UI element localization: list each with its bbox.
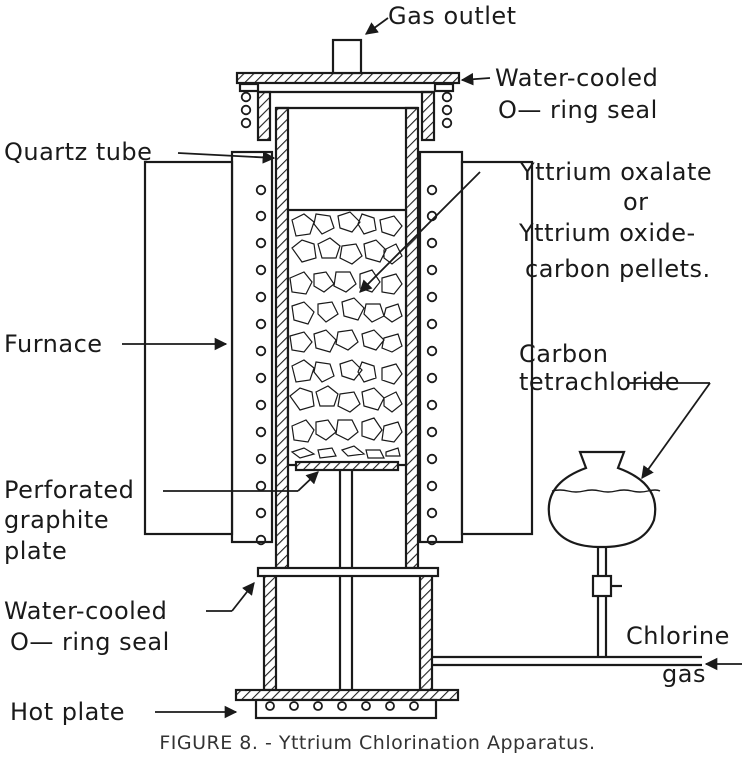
furnace-left <box>230 150 274 544</box>
top-flange-right <box>420 90 436 142</box>
label-yttrium-line1: Yttrium oxalate <box>520 158 713 186</box>
furnace-left-outer <box>143 160 234 536</box>
separatory-funnel <box>547 450 657 549</box>
top-cap-plate <box>235 71 461 85</box>
label-water-cooled-bottom-line1: Water-cooled <box>4 597 168 625</box>
label-yttrium-line2: or <box>623 188 649 216</box>
label-water-cooled-top-line1: Water-cooled <box>495 64 659 92</box>
label-water-cooled-bottom-line2: O— ring seal <box>10 628 170 656</box>
furnace-coils <box>240 91 453 711</box>
hot-plate <box>234 688 460 702</box>
furnace-right-outer <box>460 160 534 536</box>
label-quartz-tube: Quartz tube <box>4 138 153 166</box>
label-perforated-line2: graphite <box>4 506 110 534</box>
pellet-texture <box>289 211 403 459</box>
label-perforated-line1: Perforated <box>4 476 135 504</box>
label-furnace: Furnace <box>4 330 103 358</box>
label-gas: gas <box>662 660 706 688</box>
bottom-housing-right <box>418 570 434 692</box>
gas-outlet-pipe <box>331 38 363 75</box>
label-hot-plate: Hot plate <box>10 698 126 726</box>
quartz-tube-left-wall <box>274 106 290 570</box>
label-carbon-line2: tetrachloride <box>519 368 680 396</box>
bottom-housing-left <box>262 570 278 692</box>
perforated-graphite-plate <box>294 460 400 472</box>
label-perforated-line3: plate <box>4 537 68 565</box>
label-chlorine: Chlorine <box>626 622 730 650</box>
figure-caption: FIGURE 8. - Yttrium Chlorination Apparat… <box>159 732 596 754</box>
top-flange-left <box>256 90 272 142</box>
label-yttrium-line4: carbon pellets. <box>525 255 711 283</box>
quartz-tube-right-wall <box>404 106 420 570</box>
label-yttrium-line3: Yttrium oxide- <box>519 219 696 247</box>
label-water-cooled-top-line2: O— ring seal <box>498 96 658 124</box>
label-carbon-line1: Carbon <box>519 340 609 368</box>
label-gas-outlet: Gas outlet <box>388 2 517 30</box>
